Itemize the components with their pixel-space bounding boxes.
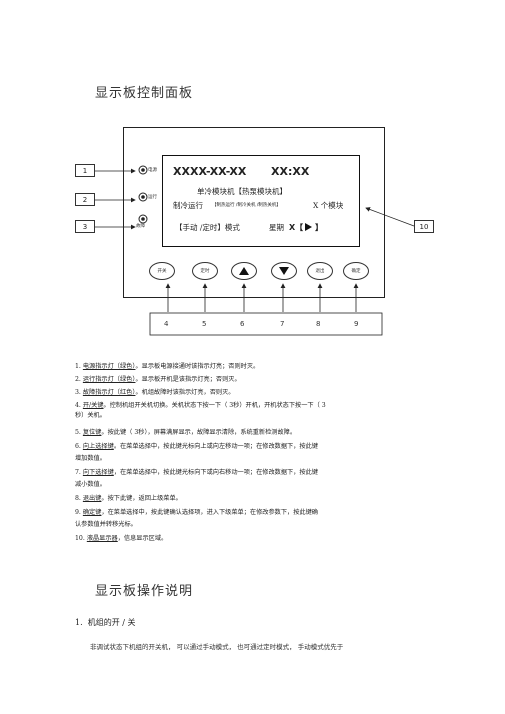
- list-item-cont: 秒）关机。: [75, 412, 106, 419]
- list-item: 8. 退出键。按下此键，返回上级菜单。: [75, 495, 182, 502]
- list-item-cont: 减小数值。: [75, 481, 106, 488]
- subsection-heading: 1. 机组的开 / 关: [75, 618, 136, 627]
- confirm-button[interactable]: 确定: [343, 262, 369, 280]
- exit-button[interactable]: 退出: [307, 262, 333, 280]
- lcd-display: XXXX-XX-XX XX:XX 单冷模块机【热泵模块机】 制冷运行 【制热运行…: [162, 155, 360, 247]
- led-label-run: 运行: [148, 195, 157, 200]
- callout-8: 8: [316, 320, 321, 328]
- list-item: 1. 电源指示灯（绿色）。显示板电源接通时该指示灯亮；否则时灭。: [75, 363, 260, 370]
- power-toggle-button[interactable]: 开关: [149, 262, 175, 280]
- list-item: 4. 开/关键。控制机组开关机切换。关机状态下按一下（ 3秒）开机，开机状态下按…: [75, 402, 326, 409]
- lcd-unit-type: 单冷模块机【热泵模块机】: [197, 187, 287, 196]
- callout-3: 3: [75, 220, 95, 233]
- power-led-icon: [138, 165, 148, 175]
- lcd-week-value: X【: [289, 223, 304, 232]
- page-title: 显示板控制面板: [95, 86, 194, 101]
- callout-4: 4: [164, 320, 169, 328]
- callout-6: 6: [240, 320, 245, 328]
- lcd-mode: 【手动 /定时】模式: [175, 223, 240, 232]
- list-item-cont: 增加数值。: [75, 455, 106, 462]
- body-paragraph: 非调试状态下机组的开关机， 可以通过手动模式， 也可通过定时模式， 手动模式优先…: [90, 643, 344, 651]
- led-label-fault: 故障: [136, 224, 145, 229]
- callout-2: 2: [75, 193, 95, 206]
- list-item: 6. 向上选择键。在菜单选择中，按此键光标向上或向左移动一项；在修改数据下，按此…: [75, 443, 318, 450]
- callout-10: 10: [414, 220, 434, 233]
- list-item-cont: 认参数值并转移光标。: [75, 521, 137, 528]
- callout-1: 1: [75, 164, 95, 177]
- play-icon: [305, 223, 312, 231]
- callout-7: 7: [280, 320, 285, 328]
- reset-button[interactable]: 定时: [192, 262, 218, 280]
- list-item: 10. 液晶显示器，信息显示区域。: [75, 535, 168, 542]
- lcd-run-state: 制冷运行: [173, 201, 203, 210]
- lcd-week-end: 】: [315, 223, 323, 232]
- list-item: 7. 向下选择键，在菜单选择中，按此键光标向下或向右移动一项；在修改数据下，按此…: [75, 469, 318, 476]
- lcd-date: XXXX-XX-XX: [173, 165, 247, 178]
- fault-led-icon: [138, 214, 148, 224]
- lcd-week-label: 星期: [269, 223, 284, 232]
- list-item: 9. 确定键，在菜单选择中，按此键确认选择项，进入下级菜单；在修改参数下，按此键…: [75, 509, 318, 516]
- callout-9: 9: [354, 320, 359, 328]
- up-button[interactable]: [231, 262, 257, 280]
- callout-5: 5: [202, 320, 207, 328]
- control-panel: [123, 127, 385, 298]
- triangle-down-icon: [279, 267, 289, 275]
- lcd-time: XX:XX: [271, 165, 310, 178]
- triangle-up-icon: [239, 267, 249, 275]
- lcd-module-count: X 个模块: [313, 201, 344, 210]
- lcd-run-options: 【制热运行 /制冷关机 /制热关机】: [212, 203, 281, 208]
- list-item: 3. 故障指示灯（红色）。机组故障时该指示灯亮，否则灭。: [75, 389, 235, 396]
- list-item: 2. 运行指示灯（绿色）。显示板开机是该指示灯亮；否则灭。: [75, 376, 241, 383]
- run-led-icon: [138, 192, 148, 202]
- down-button[interactable]: [271, 262, 297, 280]
- list-item: 5. 复位键。按此键（ 3秒），屏幕满屏显示，故障显示清除，系统重新检测故障。: [75, 429, 297, 436]
- led-label-power: 电源: [148, 168, 157, 173]
- section-title: 显示板操作说明: [95, 584, 194, 599]
